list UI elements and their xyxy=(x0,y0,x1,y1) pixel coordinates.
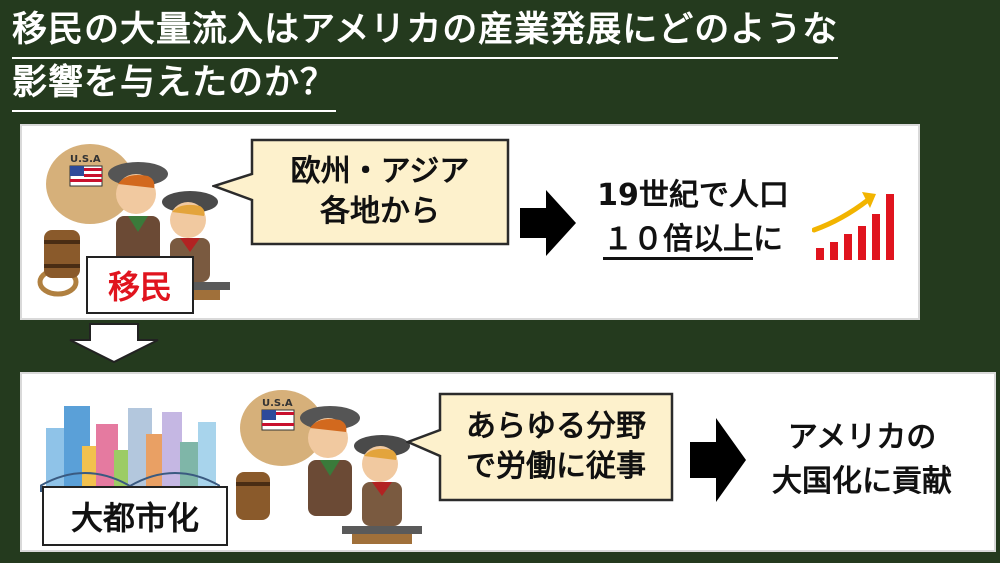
contribution-result-line-1: アメリカの xyxy=(787,420,937,455)
urbanization-tag-label: 大都市化 xyxy=(70,499,199,537)
origin-line-2: 各地から xyxy=(320,194,440,229)
labor-line-1: あらゆる分野 xyxy=(466,409,646,444)
urbanization-panel: 大都市化 U.S.A xyxy=(20,372,996,552)
population-result-suffix: に xyxy=(753,222,783,257)
sack-label-2: U.S.A xyxy=(262,398,293,409)
growth-chart-icon xyxy=(812,186,904,264)
right-arrow-icon-2 xyxy=(690,418,746,502)
origin-line-1: 欧州・アジア xyxy=(290,154,470,189)
population-result-emphasis: １０倍以上 xyxy=(603,222,753,260)
labor-speech-bubble: あらゆる分野 で労働に従事 xyxy=(406,392,676,504)
sack-label: U.S.A xyxy=(70,154,101,165)
title-line-1: 移民の大量流入はアメリカの産業発展にどのような xyxy=(12,6,839,59)
city-skyline-illustration xyxy=(40,398,220,506)
population-result: 19世紀で人口 １０倍以上に xyxy=(578,174,808,262)
origin-speech-bubble: 欧州・アジア 各地から xyxy=(212,138,512,248)
title-line-2: 影響を与えたのか？ xyxy=(12,59,337,112)
immigrant-workers-illustration-2: U.S.A xyxy=(226,380,426,550)
contribution-result: アメリカの 大国化に貢献 xyxy=(752,416,972,504)
immigrants-tag: 移民 xyxy=(86,256,194,314)
page-title: 移民の大量流入はアメリカの産業発展にどのような 影響を与えたのか？ xyxy=(12,6,992,112)
down-arrow-icon xyxy=(66,322,162,364)
labor-line-2: で労働に従事 xyxy=(466,449,646,484)
immigrants-tag-label: 移民 xyxy=(107,268,172,306)
population-result-line-1: 19世紀で人口 xyxy=(597,178,789,213)
immigration-panel: U.S.A 移民 欧州・アジア xyxy=(20,124,920,320)
urbanization-tag: 大都市化 xyxy=(42,486,228,546)
contribution-result-line-2: 大国化に貢献 xyxy=(772,464,952,499)
right-arrow-icon xyxy=(520,190,576,256)
